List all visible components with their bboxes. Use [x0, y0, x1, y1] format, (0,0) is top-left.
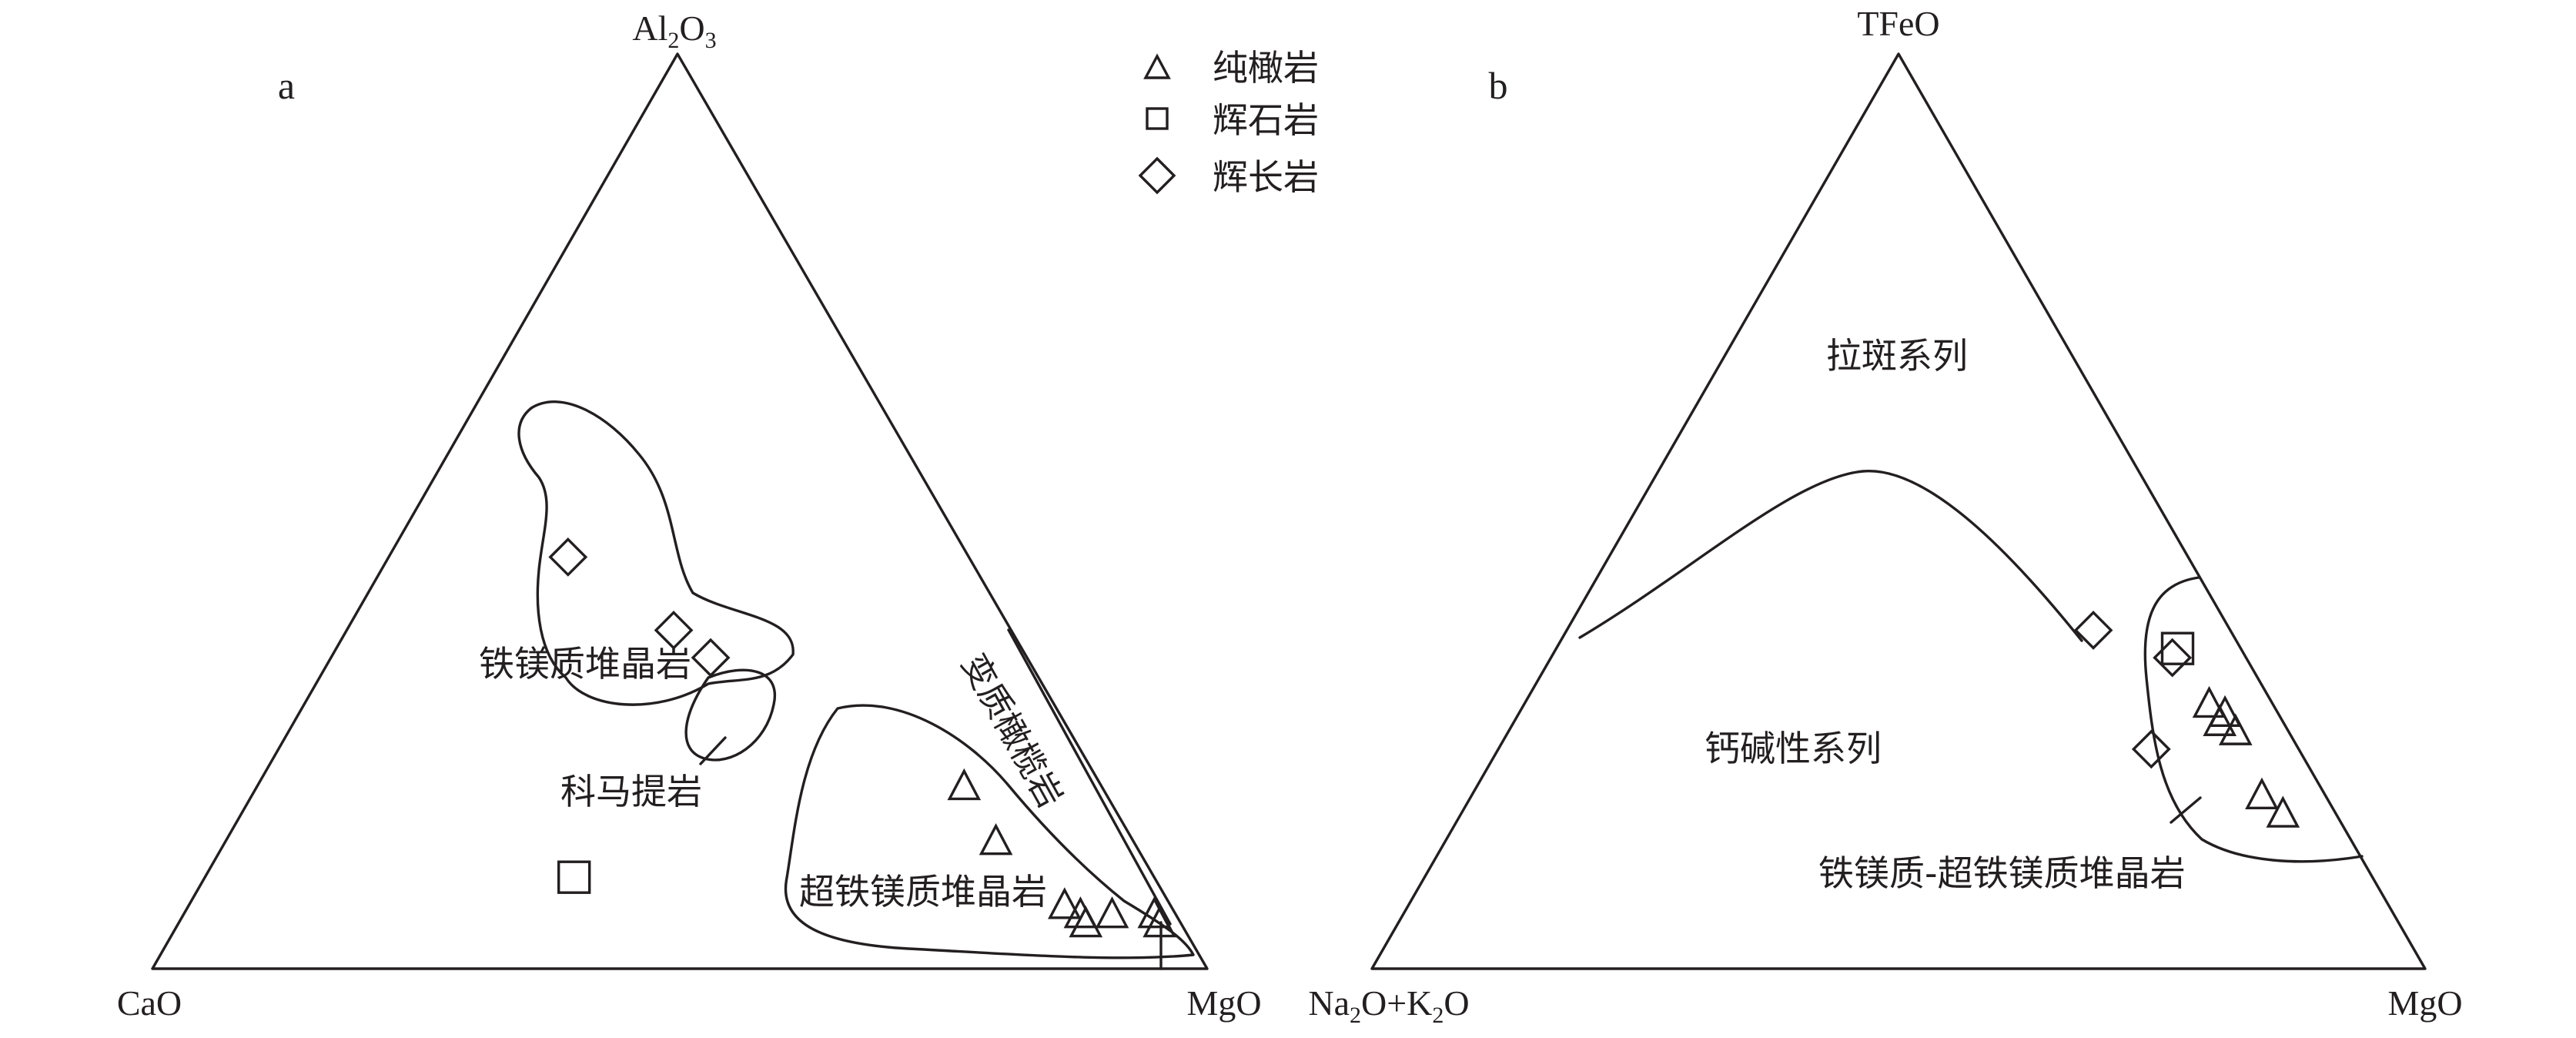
panel-a-apex-al2o3: Al2O3: [632, 8, 716, 53]
panel-a-gabbro-marker: [691, 638, 731, 678]
panel-b-dunite-marker: [2266, 795, 2300, 828]
panel-b-gabbro-marker: [2131, 729, 2171, 769]
panel-b: b TFeO Na2O+K2O MgO 拉斑系列 钙碱性系列 铁镁质-超铁镁质堆…: [1308, 4, 2462, 1028]
panel-b-dunite-marker: [2218, 713, 2253, 745]
panel-b-pyroxenite-marker: [2160, 631, 2195, 665]
panel-b-apex-na2o-k2o: Na2O+K2O: [1308, 983, 1469, 1028]
panel-a-sample-points: [548, 537, 1177, 938]
legend-label-dunite: 纯橄岩: [1213, 47, 1319, 89]
ultramafic-cumulate-field-outline: [784, 704, 1195, 959]
panel-a-dunite-marker: [1142, 905, 1177, 938]
label-mafic-cumulate: 铁镁质堆晶岩: [479, 643, 691, 685]
panel-a-dunite-marker: [1048, 887, 1082, 919]
panel-a-triangle-frame: [151, 52, 1209, 970]
legend-label-pyroxenite: 辉石岩: [1213, 99, 1319, 141]
tholeiitic-calc-alkaline-boundary: [1578, 470, 2083, 642]
cumulate-field-leader-line: [2170, 796, 2202, 824]
label-tholeiitic-series: 拉斑系列: [1826, 335, 1968, 377]
legend-square-icon: [1146, 107, 1169, 130]
panel-b-sample-points: [2073, 611, 2300, 828]
panel-b-dunite-marker: [2203, 704, 2237, 736]
panel-b-gabbro-marker: [2153, 638, 2193, 678]
cumulate-field-outline: [2143, 576, 2364, 863]
panel-a-dunite-marker: [947, 768, 982, 801]
komatiite-field-outline: [684, 668, 777, 762]
komatiite-leader-line: [699, 736, 727, 765]
panel-a-letter: a: [278, 64, 295, 107]
legend: 纯橄岩 辉石岩 辉长岩: [1138, 47, 1319, 198]
legend-diamond-icon: [1138, 156, 1176, 195]
metamorphic-peridotite-boundary-line: [1007, 628, 1172, 926]
panel-a-dunite-marker: [979, 823, 1013, 856]
panel-a-dunite-marker: [1095, 896, 1129, 929]
panel-a-dunite-marker: [1069, 905, 1103, 938]
panel-a-pyroxenite-marker: [557, 860, 591, 894]
legend-triangle-icon: [1143, 53, 1171, 79]
panel-b-apex-tfeo: TFeO: [1857, 4, 1939, 43]
panel-a-apex-mgo: MgO: [1186, 983, 1261, 1023]
panel-a-gabbro-marker: [654, 611, 694, 650]
mafic-cumulate-field-outline: [517, 400, 795, 706]
label-ultramafic-cumulate: 超铁镁质堆晶岩: [799, 871, 1047, 912]
panel-a-apex-cao: CaO: [117, 983, 182, 1023]
panel-b-dunite-marker: [2192, 685, 2226, 718]
label-calc-alkaline-series: 钙碱性系列: [1705, 728, 1882, 769]
panel-b-letter: b: [1489, 64, 1508, 107]
panel-b-triangle-frame: [1370, 52, 2427, 970]
legend-label-gabbro: 辉长岩: [1213, 156, 1319, 198]
panel-b-gabbro-marker: [2073, 611, 2113, 650]
label-komatiite: 科马提岩: [560, 771, 702, 812]
panel-b-dunite-marker: [2245, 777, 2279, 809]
panel-a: a Al2O3 CaO MgO 铁镁质堆晶岩 科马提岩 超铁镁质堆晶岩 变质橄榄…: [117, 8, 1262, 1023]
panel-b-apex-mgo: MgO: [2387, 983, 2462, 1023]
label-mafic-ultramafic-cumulate: 铁镁质-超铁镁质堆晶岩: [1818, 852, 2186, 894]
panel-a-gabbro-marker: [548, 537, 588, 577]
